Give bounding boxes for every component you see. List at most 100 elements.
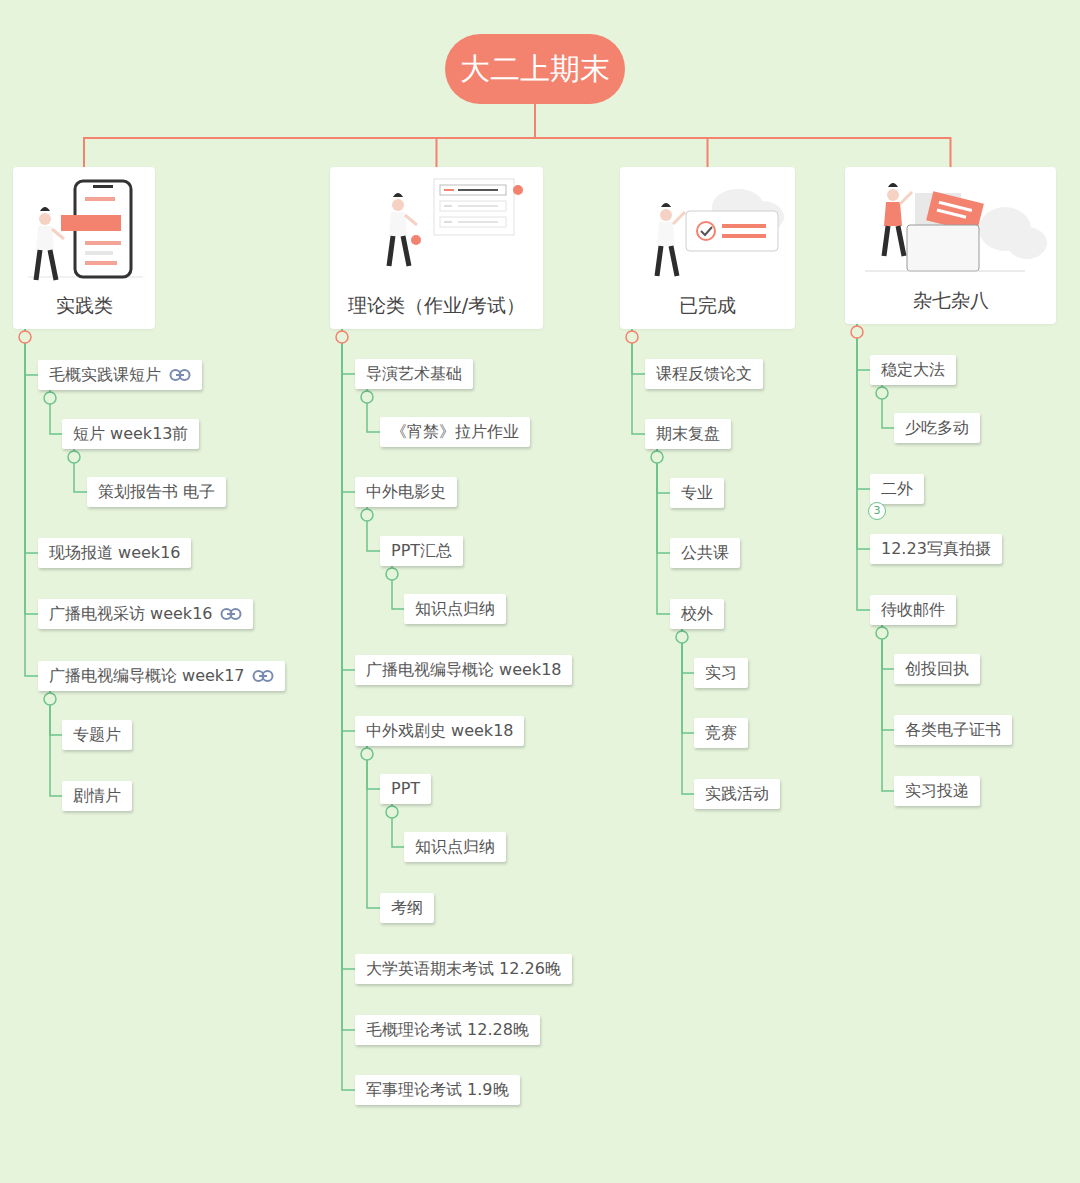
illustration-shape xyxy=(661,203,671,207)
node-label: 毛概理论考试 12.28晚 xyxy=(366,1020,529,1039)
topic-box: 创投回执 xyxy=(894,654,980,684)
node-label: 大二上期末 xyxy=(460,49,610,90)
illustration-shape xyxy=(85,197,115,201)
topic-box: 导演艺术基础 xyxy=(355,359,473,389)
branch-knot xyxy=(386,806,398,818)
category-label: 已完成 xyxy=(620,293,795,319)
illustration-shape xyxy=(444,205,452,207)
illustration-shape xyxy=(440,185,506,195)
branch-connector xyxy=(342,329,355,1090)
illustration-shape xyxy=(458,189,498,191)
topic-box: 知识点归纳 xyxy=(404,594,506,624)
illustration-shape xyxy=(458,221,498,223)
node-label: 二外 xyxy=(881,479,913,498)
branch-knot xyxy=(876,387,888,399)
topic-box: 实习 xyxy=(694,658,748,688)
node-label: 知识点归纳 xyxy=(415,599,495,618)
topic-box: 军事理论考试 1.9晚 xyxy=(355,1075,520,1105)
illustration-shape xyxy=(865,271,1025,272)
root-pill: 大二上期末 xyxy=(445,34,625,104)
topic-box: 期末复盘 xyxy=(645,419,731,449)
node-label: 广播电视采访 week16 xyxy=(49,604,212,623)
branch-connector xyxy=(50,691,62,796)
illustration-shape xyxy=(686,211,778,251)
illustration-shape xyxy=(392,199,404,211)
branch-knot xyxy=(361,391,373,403)
branch-connector xyxy=(535,104,951,167)
topic-box: 策划报告书 电子 xyxy=(87,477,226,507)
illustration-shape xyxy=(657,246,677,276)
illustration-shape xyxy=(722,234,766,238)
category-card: 已完成 xyxy=(620,167,795,329)
topic-box: 中外电影史 xyxy=(355,477,457,507)
illustration-shape xyxy=(405,215,417,225)
branch-connector xyxy=(437,104,536,167)
topic-box: 待收邮件 xyxy=(870,595,956,625)
node-label: 考纲 xyxy=(391,898,423,917)
illustration-shape xyxy=(39,213,51,225)
topic-box: 短片 week13前 xyxy=(62,419,199,449)
branch-knot xyxy=(876,627,888,639)
illustration-shape xyxy=(907,225,979,271)
branch-connector xyxy=(682,629,694,794)
node-label: 实习投递 xyxy=(905,781,969,800)
illustration-shape xyxy=(52,229,64,239)
branch-connector xyxy=(342,329,355,1030)
category-label: 理论类（作业/考试） xyxy=(330,293,543,319)
branch-connector xyxy=(857,324,870,489)
illustration-shape xyxy=(93,185,113,188)
illustration-shape xyxy=(722,224,766,228)
node-label: 竞赛 xyxy=(705,723,737,742)
node-label: 待收邮件 xyxy=(881,600,945,619)
branch-knot xyxy=(336,331,348,343)
illustration-shape xyxy=(393,193,403,197)
node-label: 专业 xyxy=(681,483,713,502)
node-label: 12.23写真拍摄 xyxy=(881,539,991,558)
branch-knot xyxy=(44,392,56,404)
node-label: 中外戏剧史 week18 xyxy=(366,721,513,740)
node-label: 导演艺术基础 xyxy=(366,364,462,383)
illustration-shape xyxy=(884,226,904,256)
illustration-shape xyxy=(389,236,409,266)
node-label: 少吃多动 xyxy=(905,418,969,437)
illustration-shape xyxy=(660,209,672,221)
branch-knot xyxy=(626,331,638,343)
category-label: 实践类 xyxy=(13,293,155,319)
branch-connector xyxy=(657,449,670,614)
topic-box: 考纲 xyxy=(380,893,434,923)
topic-box: 专业 xyxy=(670,478,724,508)
topic-box: 实践活动 xyxy=(694,779,780,809)
node-label: 军事理论考试 1.9晚 xyxy=(366,1080,509,1099)
topic-box: 知识点归纳 xyxy=(404,832,506,862)
branch-knot xyxy=(676,631,688,643)
node-label: 公共课 xyxy=(681,543,729,562)
node-label: PPT汇总 xyxy=(391,541,452,560)
topic-box: 毛概实践课短片 xyxy=(38,360,202,390)
category-label: 杂七杂八 xyxy=(845,288,1056,314)
illustration-shape xyxy=(513,185,523,195)
illustration-shape xyxy=(411,235,421,245)
topic-box: 广播电视编导概论 week17 xyxy=(38,661,285,691)
node-label: 创投回执 xyxy=(905,659,969,678)
node-label: 实践活动 xyxy=(705,784,769,803)
branch-knot xyxy=(386,568,398,580)
topic-box: 广播电视编导概论 week18 xyxy=(355,655,572,685)
illustration-shape xyxy=(389,212,407,236)
topic-box: 少吃多动 xyxy=(894,413,980,443)
node-label: 期末复盘 xyxy=(656,424,720,443)
illustration-shape xyxy=(884,202,902,226)
node-label: 《宵禁》拉片作业 xyxy=(391,422,519,441)
branch-connector xyxy=(25,329,38,553)
illustration-shape xyxy=(458,205,498,207)
topic-box: 二外 xyxy=(870,474,924,504)
node-label: 专题片 xyxy=(73,725,121,744)
node-label: 各类电子证书 xyxy=(905,720,1001,739)
node-label: 剧情片 xyxy=(73,786,121,805)
branch-connector xyxy=(632,329,645,434)
node-label: 实习 xyxy=(705,663,737,682)
card-illustration xyxy=(13,167,155,287)
illustration-shape xyxy=(887,189,899,201)
illustration-shape xyxy=(440,217,506,227)
illustration-shape xyxy=(40,207,50,211)
